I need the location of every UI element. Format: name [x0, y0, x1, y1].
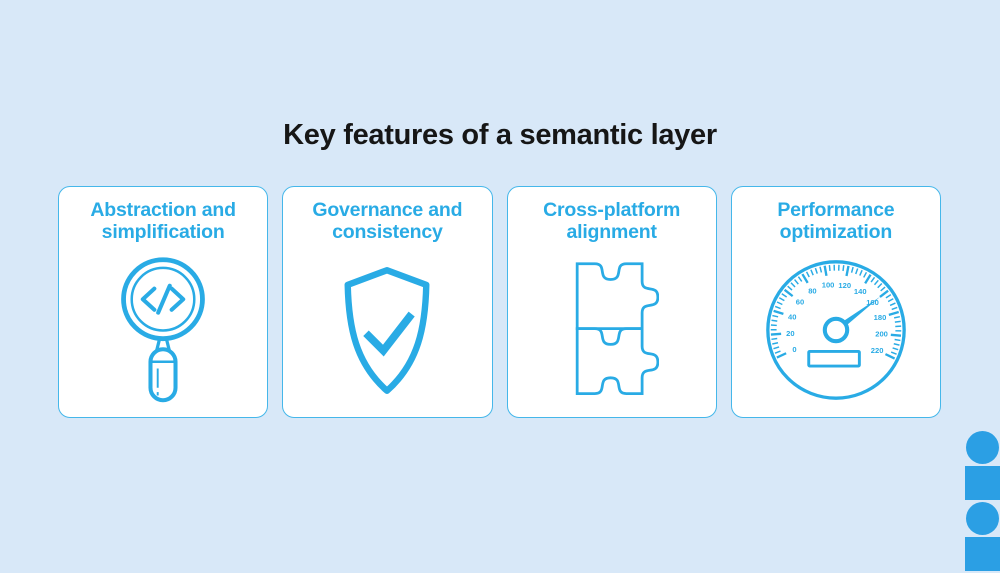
- shield-check-icon: [332, 262, 442, 399]
- card-icon-area: [508, 243, 716, 417]
- card-title-line1: Cross-platform: [543, 199, 680, 221]
- card-icon-area: 020406080100120140160180200220: [732, 243, 940, 417]
- checkmark: [366, 314, 412, 351]
- puzzle-piece-top: [577, 263, 658, 328]
- gauge-tick-label: 140: [854, 287, 867, 296]
- gauge-tick-label: 220: [871, 346, 884, 355]
- gauge-tick-label: 120: [838, 281, 851, 290]
- gauge-tick-label: 100: [822, 281, 835, 290]
- card-icon-area: [283, 243, 491, 417]
- page-title: Key features of a semantic layer: [0, 119, 1000, 152]
- gauge-tick-label: 200: [875, 330, 888, 339]
- odometer-window: [809, 351, 860, 366]
- gauge-tick-label: 80: [808, 286, 816, 295]
- magnifier-code-icon: [110, 253, 216, 407]
- decorative-shapes: [965, 431, 1000, 573]
- card-title-line2: alignment: [543, 221, 680, 243]
- decor-square: [965, 537, 1000, 571]
- decor-square: [965, 466, 1000, 500]
- gauge-tick-label: 40: [788, 312, 796, 321]
- speedometer-icon: 020406080100120140160180200220: [762, 256, 910, 404]
- decor-circle: [966, 502, 999, 535]
- card-title-line2: optimization: [777, 221, 894, 243]
- gauge-tick-label: 180: [874, 313, 887, 322]
- code-bracket-right: [172, 289, 184, 310]
- card-title-line1: Abstraction and: [90, 199, 235, 221]
- card-title-line2: consistency: [312, 221, 462, 243]
- card-title-line2: simplification: [90, 221, 235, 243]
- puzzle-pieces-icon: [564, 260, 659, 401]
- puzzle-piece-bottom: [577, 328, 658, 393]
- shield-outline: [348, 270, 427, 391]
- gauge-hub: [825, 319, 847, 341]
- gauge-tick-label: 20: [786, 329, 794, 338]
- gauge-tick-label: 60: [796, 298, 804, 307]
- code-slash: [158, 286, 170, 313]
- card-icon-area: [59, 243, 267, 417]
- card-title-line1: Governance and: [312, 199, 462, 221]
- code-bracket-left: [143, 289, 155, 310]
- card-title-line1: Performance: [777, 199, 894, 221]
- magnifier-handle: [151, 349, 176, 400]
- gauge-tick-label: 0: [792, 345, 796, 354]
- decor-circle: [966, 431, 999, 464]
